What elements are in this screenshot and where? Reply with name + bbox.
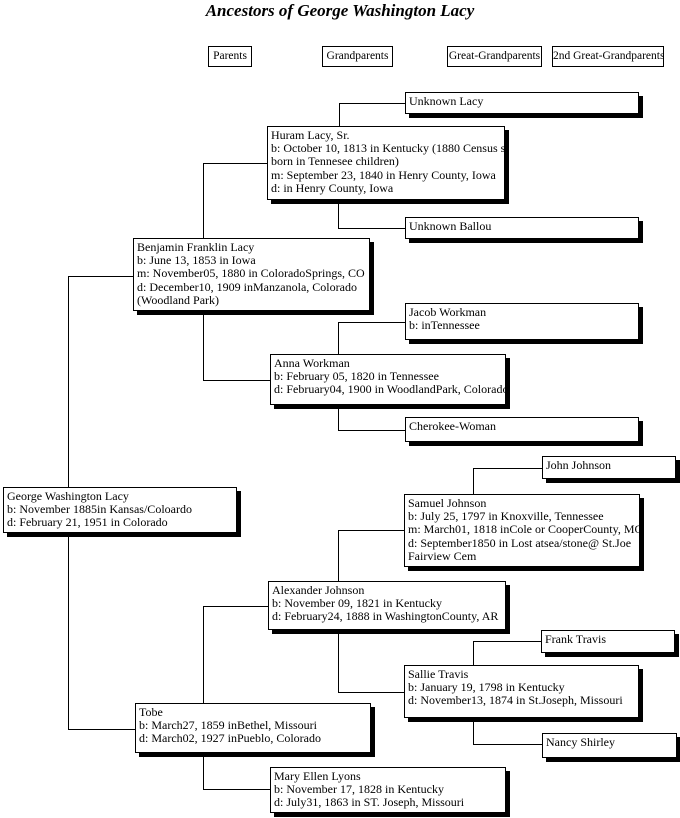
- person-box-george-washington-lacy[interactable]: George Washington Lacy b: November 1885i…: [3, 487, 237, 533]
- person-detail: d: February04, 1900 in WoodlandPark, Col…: [274, 382, 506, 397]
- connector-tobe-to-alexander-vertical: [203, 606, 204, 703]
- connector-tobe-to-alexander-horizontal: [203, 606, 268, 607]
- person-name: Mary Ellen Lyons: [274, 769, 361, 783]
- person-name: George Washington Lacy: [7, 489, 129, 503]
- person-name: Frank Travis: [545, 632, 607, 646]
- person-detail: d: February24, 1888 in WashingtonCounty,…: [272, 609, 499, 624]
- connector-benjamin-to-huram-vertical: [203, 163, 204, 238]
- person-box-jacob-workman[interactable]: Jacob Workman b: inTennessee: [405, 303, 639, 340]
- person-name: Unknown Ballou: [409, 219, 492, 233]
- person-name: Anna Workman: [274, 356, 350, 370]
- column-header-2nd-great-grandparents: 2nd Great-Grandparents: [552, 46, 664, 67]
- person-detail: b: March27, 1859 inBethel, Missouri: [139, 718, 317, 733]
- person-detail: Fairview Cem: [408, 548, 477, 563]
- connector-gwl-to-tobe-horizontal: [68, 729, 135, 730]
- person-detail: b: July 25, 1797 in Knoxville, Tennessee: [408, 509, 604, 524]
- person-name: Tobe: [139, 705, 163, 719]
- connector-huram-to-unknown-lacy-horizontal: [339, 103, 405, 104]
- connector-benjamin-to-anna-horizontal: [203, 380, 270, 381]
- person-detail: d: September1850 in Lost atsea/stone@ St…: [408, 535, 632, 550]
- person-detail: d: November13, 1874 in St.Joseph, Missou…: [408, 693, 623, 708]
- person-box-alexander-johnson[interactable]: Alexander Johnson b: November 09, 1821 i…: [268, 581, 506, 630]
- person-box-benjamin-franklin-lacy[interactable]: Benjamin Franklin Lacy b: June 13, 1853 …: [133, 238, 370, 311]
- connector-tobe-to-mary-vertical: [203, 753, 204, 789]
- person-name: Huram Lacy, Sr.: [271, 128, 350, 142]
- person-detail: m: March01, 1818 inCole or CooperCounty,…: [408, 522, 640, 537]
- connector-huram-to-unknown-lacy-vertical: [339, 103, 340, 126]
- connector-samuel-to-john-horizontal: [473, 468, 542, 469]
- person-detail: d: February 21, 1951 in Colorado: [7, 515, 168, 530]
- person-detail: d: July31, 1863 in ST. Joseph, Missouri: [274, 795, 465, 810]
- person-box-tobe[interactable]: Tobe b: March27, 1859 inBethel, Missouri…: [135, 703, 371, 753]
- person-detail: d: in Henry County, Iowa: [271, 180, 394, 195]
- connector-sallie-to-nancy-horizontal: [473, 744, 542, 745]
- person-name: Cherokee-Woman: [409, 419, 496, 433]
- connector-anna-to-jacob-vertical: [338, 322, 339, 354]
- person-detail: (Woodland Park): [137, 292, 220, 307]
- connector-alexander-to-samuel-horizontal: [338, 530, 404, 531]
- person-box-frank-travis[interactable]: Frank Travis: [541, 630, 675, 653]
- person-detail: b: February 05, 1820 in Tennessee: [274, 369, 439, 384]
- person-detail: b: inTennessee: [409, 318, 480, 333]
- person-detail: b: November 1885in Kansas/Coloardo: [7, 502, 192, 517]
- person-name: John Johnson: [546, 458, 612, 472]
- person-box-john-johnson[interactable]: John Johnson: [542, 456, 676, 479]
- connector-sallie-to-frank-vertical: [473, 641, 474, 665]
- person-detail: born in Tennesee children): [271, 154, 399, 169]
- person-detail: m: November05, 1880 in ColoradoSprings, …: [137, 266, 365, 281]
- connector-alexander-to-sallie-horizontal: [338, 692, 404, 693]
- person-name: Benjamin Franklin Lacy: [137, 240, 255, 254]
- connector-gwl-to-benjamin-horizontal: [68, 276, 133, 277]
- person-name: Samuel Johnson: [408, 496, 487, 510]
- connector-gwl-to-benjamin-vertical: [68, 276, 69, 487]
- person-box-samuel-johnson[interactable]: Samuel Johnson b: July 25, 1797 in Knoxv…: [404, 494, 640, 567]
- connector-samuel-to-john-vertical: [473, 468, 474, 494]
- connector-anna-to-cherokee-horizontal: [338, 430, 405, 431]
- connector-alexander-to-sallie-vertical: [338, 630, 339, 692]
- column-header-great-grandparents: Great-Grandparents: [447, 46, 542, 67]
- connector-sallie-to-frank-horizontal: [473, 641, 541, 642]
- person-name: Sallie Travis: [408, 667, 469, 681]
- person-box-unknown-ballou[interactable]: Unknown Ballou: [405, 217, 639, 239]
- person-box-unknown-lacy[interactable]: Unknown Lacy: [405, 92, 639, 114]
- chart-title: Ancestors of George Washington Lacy: [205, 1, 475, 20]
- connector-tobe-to-mary-horizontal: [203, 789, 270, 790]
- connector-benjamin-to-huram-horizontal: [203, 163, 267, 164]
- person-name: Unknown Lacy: [409, 94, 484, 108]
- connector-sallie-to-nancy-vertical: [473, 718, 474, 744]
- column-header-grandparents: Grandparents: [322, 46, 393, 67]
- connector-gwl-to-tobe-vertical: [68, 533, 69, 729]
- person-name: Nancy Shirley: [546, 735, 615, 749]
- connector-alexander-to-samuel-vertical: [338, 530, 339, 581]
- person-box-nancy-shirley[interactable]: Nancy Shirley: [542, 733, 677, 758]
- connector-huram-to-unknown-ballou-vertical: [338, 200, 339, 228]
- person-detail: d: March02, 1927 inPueblo, Colorado: [139, 731, 321, 746]
- person-detail: m: September 23, 1840 in Henry County, I…: [271, 167, 496, 182]
- connector-benjamin-to-anna-vertical: [203, 311, 204, 380]
- person-name: Jacob Workman: [409, 305, 487, 319]
- connector-anna-to-jacob-horizontal: [338, 322, 405, 323]
- person-detail: b: October 10, 1813 in Kentucky (1880 Ce…: [271, 141, 505, 156]
- person-detail: d: December10, 1909 inManzanola, Colorad…: [137, 279, 357, 294]
- connector-huram-to-unknown-ballou-horizontal: [338, 228, 405, 229]
- person-box-sallie-travis[interactable]: Sallie Travis b: January 19, 1798 in Ken…: [404, 665, 639, 718]
- person-box-huram-lacy-sr[interactable]: Huram Lacy, Sr. b: October 10, 1813 in K…: [267, 126, 505, 200]
- person-box-mary-ellen-lyons[interactable]: Mary Ellen Lyons b: November 17, 1828 in…: [270, 767, 506, 813]
- person-box-anna-workman[interactable]: Anna Workman b: February 05, 1820 in Ten…: [270, 354, 506, 405]
- person-box-cherokee-woman[interactable]: Cherokee-Woman: [405, 417, 639, 442]
- person-detail: b: June 13, 1853 in Iowa: [137, 253, 256, 268]
- column-header-parents: Parents: [208, 46, 252, 67]
- person-detail: b: January 19, 1798 in Kentucky: [408, 680, 565, 695]
- connector-anna-to-cherokee-vertical: [338, 405, 339, 430]
- person-detail: b: November 09, 1821 in Kentucky: [272, 596, 442, 611]
- person-name: Alexander Johnson: [272, 583, 365, 597]
- person-detail: b: November 17, 1828 in Kentucky: [274, 782, 444, 797]
